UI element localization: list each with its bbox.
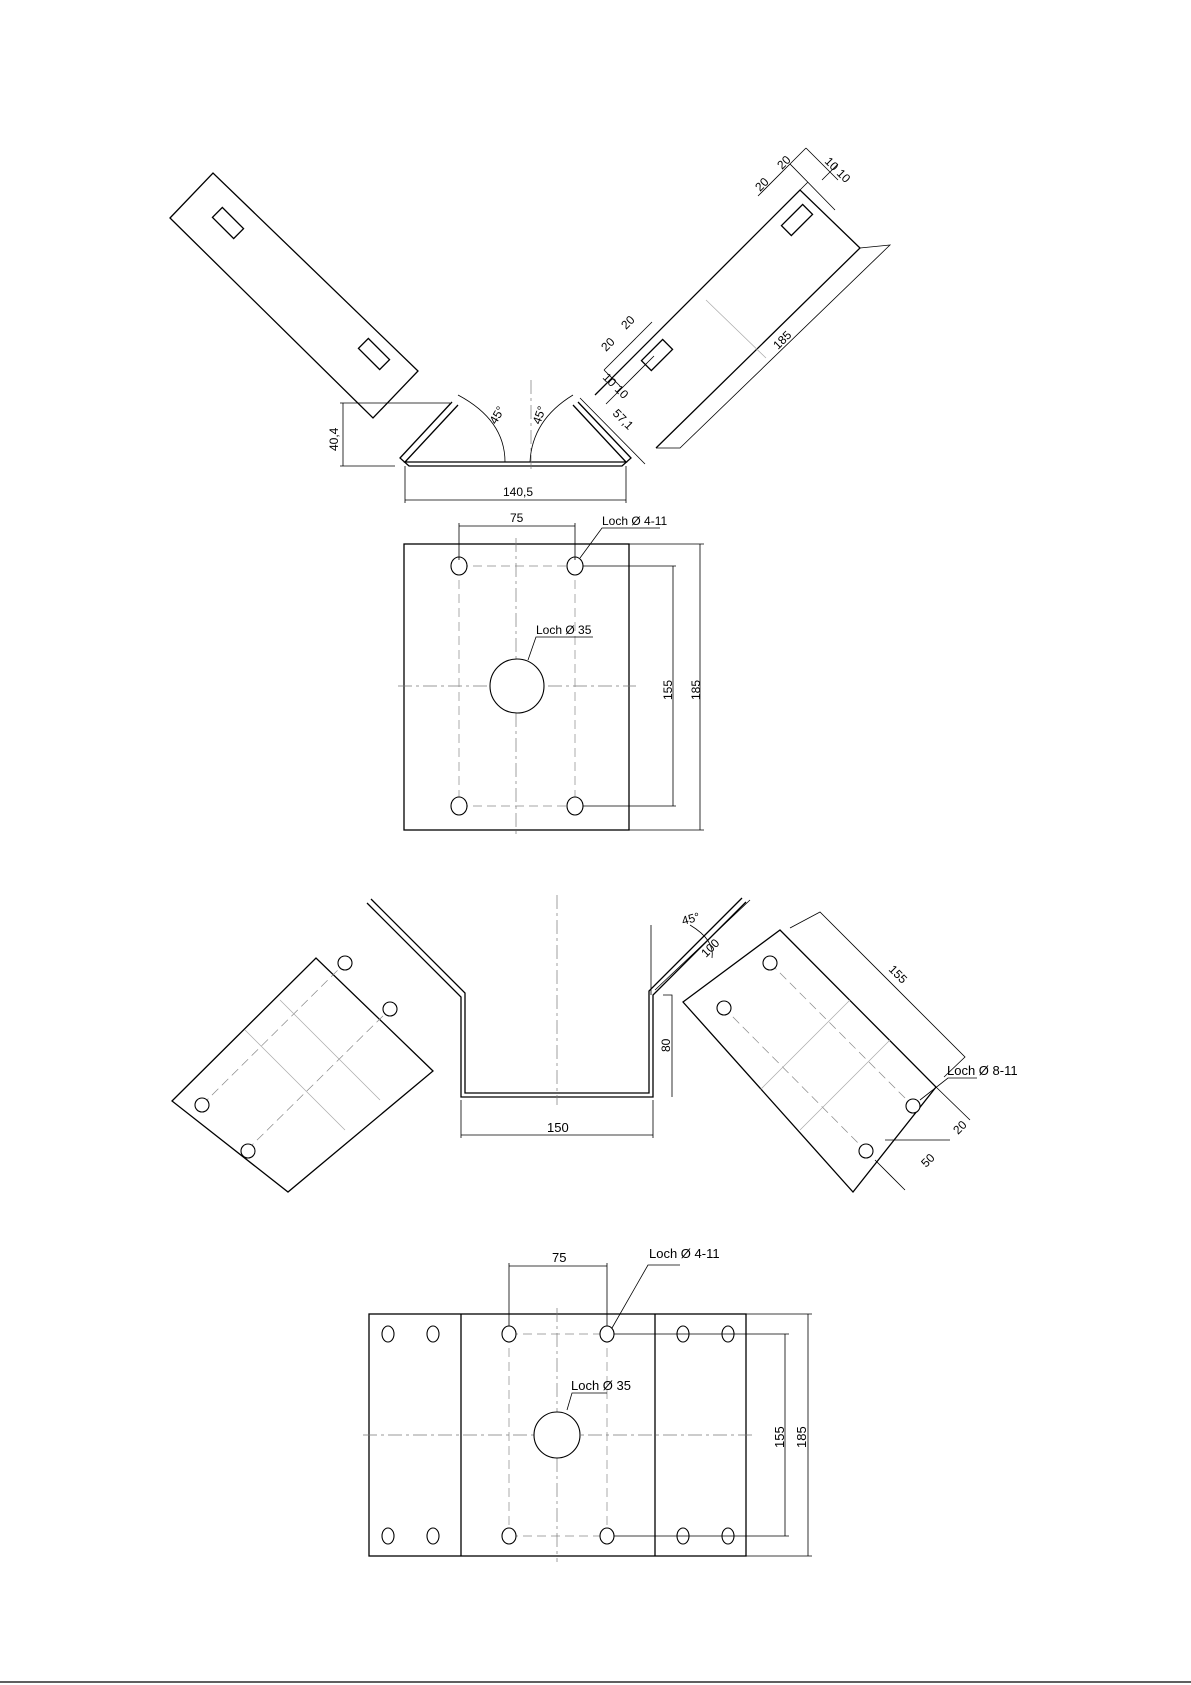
u-angle-label: 45°: [680, 910, 701, 928]
u-hole-label: Loch Ø 8-11: [947, 1063, 1018, 1078]
plate1-dim-185: 185: [689, 680, 703, 700]
right-arm: 20 20 10 10 20 20 10 10 185 57,1: [580, 148, 890, 464]
plate2-dim-75: 75: [552, 1250, 566, 1265]
u-dim-155: 155: [886, 962, 910, 986]
arm-length-185: 185: [770, 328, 794, 352]
u-dim-80: 80: [659, 1038, 673, 1052]
v-bracket-view: 45° 45° 20 20 10 10 20 20 10 10 185: [170, 148, 890, 503]
u-profile: 45° 100 80 150: [367, 895, 750, 1138]
plate2-dim-185: 185: [794, 1426, 809, 1448]
top-dim-20-a: 20: [752, 175, 772, 195]
mid-dim-20-a: 20: [598, 335, 618, 355]
plate1-dim-155: 155: [661, 680, 675, 700]
u-bracket-view: 45° 100 80 150 155 20 50: [172, 895, 1018, 1192]
angle-left-label: 45°: [486, 404, 507, 427]
hole-center: [490, 659, 544, 713]
hole-center: [534, 1412, 580, 1458]
mid-dim-10-b: 10: [612, 382, 632, 402]
dim-40-4: 40,4: [327, 403, 450, 466]
plate1-hole-small-label: Loch Ø 4-11: [602, 514, 667, 528]
u-dim-100: 100: [698, 936, 722, 960]
hole-small: [567, 797, 583, 815]
u-right-plate: 155 20 50 Loch Ø 8-11: [683, 912, 1018, 1192]
plate2-hole-small-label: Loch Ø 4-11: [649, 1246, 720, 1261]
height-40-4: 40,4: [327, 427, 341, 451]
plate1-dim-75: 75: [510, 511, 524, 525]
base-plate-view-2: 75 Loch Ø 4-11 Loch Ø 35 155 185: [363, 1246, 812, 1562]
u-dim-20: 20: [950, 1118, 970, 1138]
u-dim-150: 150: [547, 1120, 569, 1135]
mid-dim-20-b: 20: [618, 313, 638, 333]
angle-right-label: 45°: [530, 404, 549, 426]
left-arm: [170, 173, 418, 418]
u-left-plate: [172, 956, 433, 1192]
top-dim-20-b: 20: [774, 153, 794, 173]
plate2-dim-155: 155: [772, 1426, 787, 1448]
len-57-1: 57,1: [610, 406, 637, 433]
hole-small: [451, 797, 467, 815]
u-dim-50: 50: [918, 1151, 938, 1171]
width-140-5: 140,5: [503, 485, 533, 499]
plate1-hole-center-label: Loch Ø 35: [536, 623, 592, 637]
dim-140-5: 140,5: [405, 466, 626, 503]
top-dim-10-b: 10: [834, 166, 854, 186]
base-plate-view-1: 75 Loch Ø 4-11 Loch Ø 35 155 185: [398, 511, 704, 836]
plate2-hole-center-label: Loch Ø 35: [571, 1378, 631, 1393]
